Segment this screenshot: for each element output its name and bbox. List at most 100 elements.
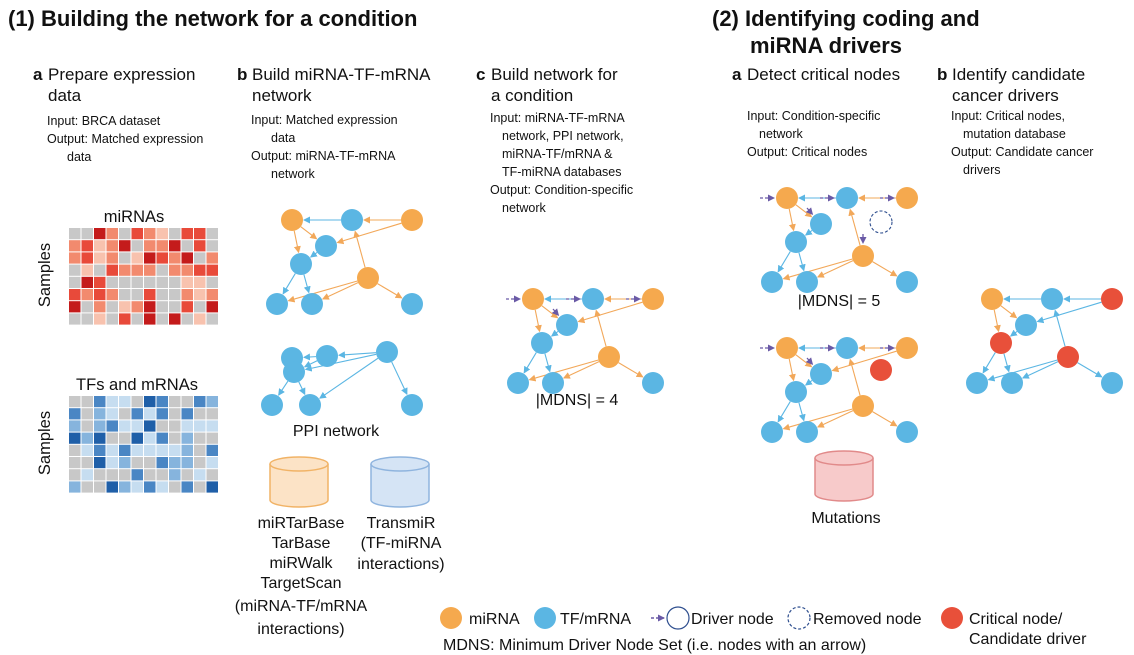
heatmap-cell <box>206 432 218 444</box>
network-edge <box>872 411 898 427</box>
heatmap-cell <box>181 420 193 432</box>
heatmap-cell <box>81 228 93 240</box>
database-icon <box>370 456 430 508</box>
tf-mrna-node <box>316 345 338 367</box>
panel-desc: Input: Critical nodes, <box>951 109 1065 123</box>
heatmap-cell <box>144 289 156 301</box>
heatmap-cell <box>144 252 156 264</box>
panel-desc: mutation database <box>963 127 1066 141</box>
db-label: miRTarBase <box>258 515 345 532</box>
heatmap-cell <box>69 408 81 420</box>
panel-desc: data <box>67 150 91 164</box>
heatmap-cell <box>94 301 106 313</box>
heatmap-cell <box>81 313 93 325</box>
panel-title: Build network for <box>491 65 618 84</box>
tf-mrna-node <box>401 293 423 315</box>
heatmap-cell <box>156 301 168 313</box>
heatmap-cell <box>144 457 156 469</box>
heatmap-cell <box>81 240 93 252</box>
heatmap-cell <box>69 276 81 288</box>
network-edge <box>303 360 318 368</box>
heatmap-cell <box>81 276 93 288</box>
mdns-label: |MDNS| = 5 <box>798 293 881 310</box>
mirna-node <box>776 187 798 209</box>
heatmap-cell <box>69 313 81 325</box>
network-edge <box>534 309 542 333</box>
mirna-tf-mrna-network <box>266 209 423 315</box>
heatmap-cell <box>194 420 206 432</box>
heatmap-cell <box>194 313 206 325</box>
network-edge <box>848 208 861 246</box>
tf-mrna-node <box>896 421 918 443</box>
network-edge <box>336 222 402 245</box>
network-edge <box>577 301 643 324</box>
heatmap-cell <box>119 457 131 469</box>
heatmap-cell <box>131 276 143 288</box>
panel-2b: b Identify candidate cancer drivers Inpu… <box>937 65 1123 394</box>
tf-mrna-node <box>401 394 423 416</box>
heatmap-cell <box>81 469 93 481</box>
panel-desc: network <box>759 127 804 141</box>
database-icon <box>814 450 874 502</box>
heatmap-cell <box>194 457 206 469</box>
part2-title: (2) Identifying coding and <box>712 6 980 31</box>
heatmap-cell <box>169 276 181 288</box>
heatmap-cell <box>94 457 106 469</box>
heatmap-cell <box>106 444 118 456</box>
network-edge <box>562 361 600 379</box>
panel-desc: Output: Condition-specific <box>490 183 633 197</box>
tf-mrna-node <box>376 341 398 363</box>
legend-critical-label: Candidate driver <box>969 631 1087 648</box>
heatmap-cell <box>181 301 193 313</box>
heatmap-cell <box>94 396 106 408</box>
critical-node <box>870 359 892 381</box>
heatmap-cell <box>169 264 181 276</box>
heatmap-cell <box>181 276 193 288</box>
heatmap-cell <box>206 313 218 325</box>
heatmap-cell <box>119 420 131 432</box>
heatmap-cell <box>206 469 218 481</box>
heatmap-cell <box>94 481 106 493</box>
heatmap-cell <box>194 240 206 252</box>
legend-tf-mrna-swatch <box>534 607 556 629</box>
panel-desc: Input: Matched expression <box>251 113 398 127</box>
heatmap-cell <box>106 420 118 432</box>
heatmap-cell <box>94 289 106 301</box>
heatmap-cell <box>131 481 143 493</box>
heatmap-cell <box>144 481 156 493</box>
heatmap-mirna-label: miRNAs <box>104 208 165 226</box>
heatmap-cell <box>69 432 81 444</box>
heatmap-cell <box>69 457 81 469</box>
panel-title: Build miRNA-TF-mRNA <box>252 65 431 84</box>
heatmap-cell <box>144 276 156 288</box>
heatmap-cell <box>194 264 206 276</box>
heatmap-cell <box>131 396 143 408</box>
panel-title: Prepare expression <box>48 65 195 84</box>
part1-title: (1) Building the network for a condition <box>8 6 417 31</box>
network-edge <box>550 329 559 337</box>
network-edge <box>777 251 791 273</box>
heatmap-cell <box>169 289 181 301</box>
mdns-label: |MDNS| = 4 <box>536 392 619 409</box>
heatmap-cell <box>94 264 106 276</box>
heatmap-cell <box>94 252 106 264</box>
heatmap-cell <box>131 420 143 432</box>
tf-mrna-node <box>1041 288 1063 310</box>
network-edge <box>618 362 644 378</box>
panel-desc: data <box>271 131 295 145</box>
heatmap-cell <box>119 264 131 276</box>
heatmap-cell <box>106 469 118 481</box>
legend-driver-swatch <box>666 606 690 630</box>
heatmap-cell <box>194 301 206 313</box>
heatmap-cell <box>106 289 118 301</box>
heatmap-cell <box>156 432 168 444</box>
panel-desc: network <box>271 167 316 181</box>
heatmap-cell <box>194 481 206 493</box>
heatmap-cell <box>206 408 218 420</box>
mirna-node <box>896 337 918 359</box>
tf-mrna-node <box>542 372 564 394</box>
heatmap-cell <box>94 240 106 252</box>
heatmap-cell <box>169 457 181 469</box>
heatmap-cell <box>169 252 181 264</box>
heatmap-cell <box>131 408 143 420</box>
